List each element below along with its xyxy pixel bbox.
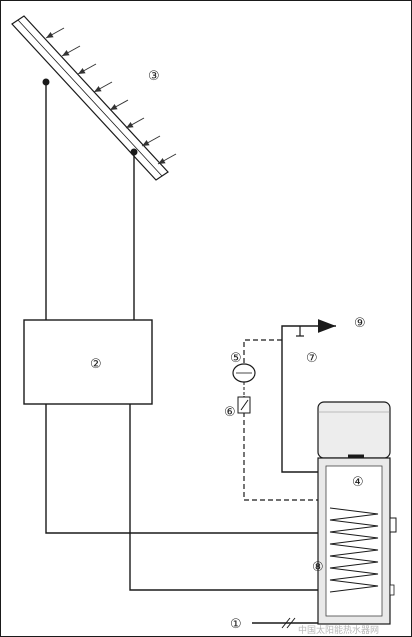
check-valve — [237, 396, 251, 414]
label-inlet: ① — [230, 617, 242, 632]
controller-box — [23, 319, 153, 405]
label-pump: ⑤ — [230, 351, 242, 366]
label-valve: ⑥ — [224, 405, 236, 420]
sunlight-arrows — [45, 27, 177, 165]
label-collector: ③ — [148, 69, 160, 84]
cold-water-inlet — [252, 617, 318, 629]
coil-pipes — [45, 404, 318, 591]
hot-water-pipe — [281, 319, 336, 473]
watermark: 中国太阳能热水器网 — [298, 624, 379, 636]
heat-exchanger-coil — [329, 507, 379, 593]
label-hot-pipe: ⑦ — [306, 351, 318, 366]
label-outlet: ⑨ — [354, 316, 366, 331]
recirculation-loop — [243, 339, 282, 364]
label-controller: ② — [90, 357, 102, 372]
label-heat-exchanger: ⑧ — [312, 560, 324, 575]
collector-pipes — [45, 82, 135, 320]
heat-pump-top-unit — [317, 401, 391, 459]
label-tank: ④ — [352, 475, 364, 490]
solar-collector-panel — [11, 15, 169, 181]
